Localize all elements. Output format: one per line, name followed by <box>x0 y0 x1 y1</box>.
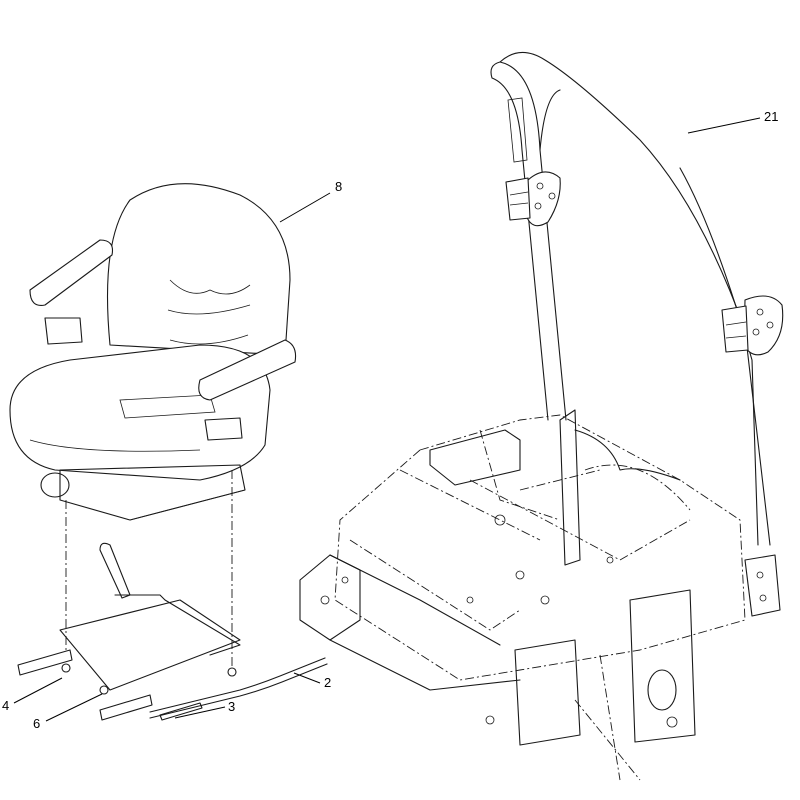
callout-6: 6 <box>33 716 40 731</box>
roll-bar <box>490 51 784 617</box>
seat-slide-base <box>17 542 241 721</box>
chassis-frame <box>299 409 746 781</box>
callout-21: 21 <box>764 109 778 124</box>
callout-8: 8 <box>335 179 342 194</box>
callout-4: 4 <box>2 698 9 713</box>
link-rod <box>149 657 328 719</box>
callout-3: 3 <box>228 699 235 714</box>
seat-assembly <box>9 183 297 521</box>
callout-2: 2 <box>324 675 331 690</box>
